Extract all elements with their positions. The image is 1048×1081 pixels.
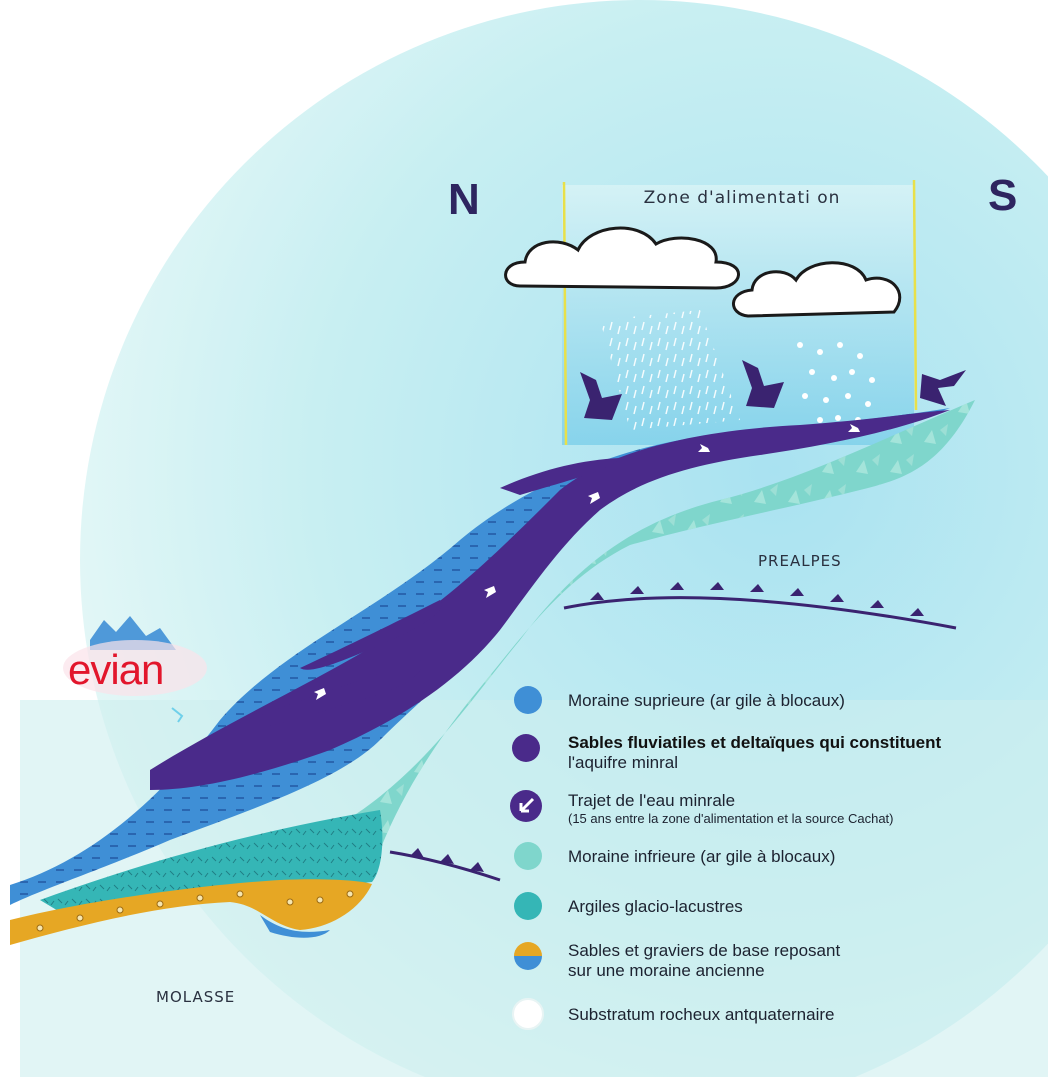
legend-swatch-sables-graviers: [514, 942, 542, 970]
flow-arrow-icon: [698, 444, 710, 452]
legend-label: (15 ans entre la zone d'alimentation et …: [568, 811, 894, 826]
source-marker-icon: [171, 707, 184, 723]
south-label: S: [988, 171, 1017, 220]
rain-icon: [600, 310, 740, 430]
snow-icon: [797, 342, 875, 423]
legend-swatch-substratum: [512, 998, 544, 1030]
legend-label: sur une moraine ancienne: [568, 961, 765, 980]
legend-label: l'aquifre minral: [568, 753, 678, 772]
legend: Moraine suprieure (ar gile à blocaux) Sa…: [510, 686, 941, 1030]
legend-label: Argiles glacio-lacustres: [568, 897, 743, 916]
recharge-zone: Zone d'alimentati on: [562, 179, 918, 446]
legend-label: Moraine infrieure (ar gile à blocaux): [568, 847, 835, 866]
thrust-fault-teeth: [590, 582, 924, 616]
flow-arrow-icon: [588, 492, 600, 504]
legend-swatch-moraine-superieure: [514, 686, 542, 714]
cloud-right-icon: [732, 261, 902, 318]
legend-arrow-icon: [519, 797, 535, 813]
evian-logo-text: evian: [68, 646, 163, 693]
thrust-fault-line: [563, 596, 957, 630]
evian-logo: evian: [63, 616, 207, 723]
molasse-label: MOLASSE: [156, 988, 235, 1006]
flow-arrow-icon: [484, 586, 496, 598]
legend-label: Trajet de l'eau minrale: [568, 791, 735, 810]
north-label: N: [448, 175, 480, 224]
geological-cross-section: [10, 400, 975, 945]
legend-label: Moraine suprieure (ar gile à blocaux): [568, 691, 845, 710]
zone-label: Zone d'alimentati on: [644, 188, 841, 208]
legend-label: Substratum rocheux antquaternaire: [568, 1005, 835, 1024]
legend-label: Sables fluviatiles et deltaïques qui con…: [568, 733, 941, 752]
legend-label: Sables et graviers de base reposant: [568, 941, 840, 960]
zone-boundary-right: [912, 179, 918, 411]
legend-swatch-sables-fluviatiles: [512, 734, 540, 762]
infiltration-arrow-icon: [920, 370, 966, 406]
flow-arrow-icon: [314, 688, 326, 700]
fault-line-lower: [389, 850, 501, 882]
cloud-left-icon: [504, 226, 740, 290]
legend-swatch-argiles: [514, 892, 542, 920]
zone-boundary-left: [562, 181, 568, 446]
flow-arrow-icon: [848, 424, 860, 432]
infiltration-arrow-icon: [580, 372, 622, 420]
layer-sables-graviers: [10, 879, 372, 945]
prealpes-label: PREALPES: [758, 552, 842, 570]
legend-swatch-moraine-inferieure: [514, 842, 542, 870]
infiltration-arrow-icon: [742, 360, 784, 408]
